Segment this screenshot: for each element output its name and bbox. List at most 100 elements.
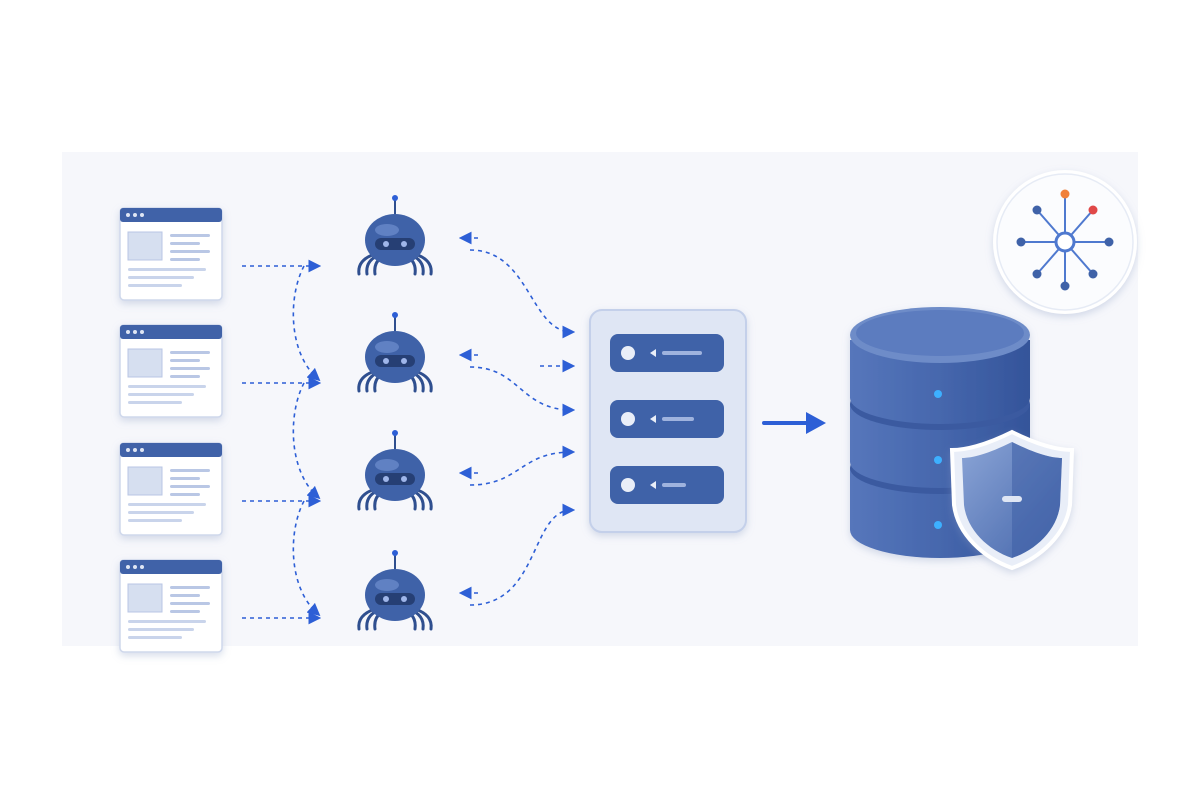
bot-antenna-tip [392,312,398,318]
bot-highlight [375,224,399,236]
bot-highlight [375,459,399,471]
page-text-line [128,636,182,639]
bot-to-queue-arrow [469,366,576,417]
bot-eye [383,358,389,364]
page-text-line [170,351,210,354]
web-pages-column [119,207,223,653]
page-image-block [127,583,163,613]
page-text-line [128,519,182,522]
page-text-line [170,586,210,589]
page-text-line [170,493,200,496]
bot-visor [375,355,415,367]
page-text-line [170,242,200,245]
bot-eye [401,358,407,364]
connector-arrows [242,231,576,625]
web-page-icon [119,207,223,301]
page-text-line [170,594,200,597]
page-text-line [128,401,182,404]
page-title-bar [120,560,222,574]
bot-eye [401,476,407,482]
branch-arrow [292,265,321,382]
queue-item-line [662,417,694,421]
queue-items [610,334,724,504]
queue-item [610,466,724,504]
bot-to-queue-arrow [469,503,576,606]
bot-eye [383,241,389,247]
page-text-line [170,234,210,237]
hub-node [1032,205,1042,215]
hub-node [1088,205,1098,215]
branch-arrow [292,382,321,500]
queue-item-arrow-icon [650,415,656,423]
queue-item [610,334,724,372]
page-text-line [128,268,206,271]
page-title-bar [120,325,222,339]
page-text-line [170,477,200,480]
spider-bot-icon [357,550,433,631]
page-text-line [128,276,194,279]
queue-item-arrow-icon [650,349,656,357]
shield-icon [949,429,1075,571]
crawler-bots-column [357,195,433,631]
page-text-line [170,610,200,613]
bot-to-queue-arrow [469,445,576,486]
bot-highlight [375,579,399,591]
web-page-icon [119,324,223,418]
spider-bot-icon [357,430,433,511]
spider-bot-icon [357,195,433,276]
page-text-line [128,393,194,396]
page-text-line [128,628,194,631]
page-title-bar [120,443,222,457]
hub-node [1032,269,1042,279]
bot-visor [375,593,415,605]
queue-item-dot [621,478,635,492]
page-image-block [127,466,163,496]
arrow-to-database [762,412,826,434]
page-text-line [170,250,210,253]
bot-antenna-tip [392,195,398,201]
bot-antenna-tip [392,430,398,436]
bot-visor [375,473,415,485]
queue-item-dot [621,346,635,360]
spider-bot-icon [357,312,433,393]
queue-item-dot [621,412,635,426]
page-text-line [170,375,200,378]
queue-item-arrow-icon [650,481,656,489]
queue-item-line [662,351,702,355]
hub-node [1088,269,1098,279]
page-text-line [170,359,200,362]
page-image-block [127,231,163,261]
web-page-icon [119,442,223,536]
queue-item [610,400,724,438]
page-text-line [128,511,194,514]
page-text-line [128,385,206,388]
hub-node [1104,237,1114,247]
bot-eye [401,241,407,247]
page-text-line [170,367,210,370]
page-text-line [128,284,182,287]
bot-eye [401,596,407,602]
web-page-icon [119,559,223,653]
hub-node [1016,237,1026,247]
page-title-bar [120,208,222,222]
page-text-line [128,503,206,506]
branch-arrow [292,500,321,617]
bot-eye [383,596,389,602]
bot-to-queue-arrow [469,249,576,339]
page-text-line [170,258,200,261]
page-text-line [170,602,210,605]
page-text-line [170,485,210,488]
page-text-line [128,620,206,623]
hub-center [1054,231,1076,253]
page-text-line [170,469,210,472]
page-image-block [127,348,163,378]
bot-visor [375,238,415,250]
hub-node [1060,281,1070,291]
bot-antenna-tip [392,550,398,556]
network-hub-nodes [1016,189,1114,291]
hub-node [1060,189,1070,199]
bot-highlight [375,341,399,353]
queue-item-line [662,483,686,487]
